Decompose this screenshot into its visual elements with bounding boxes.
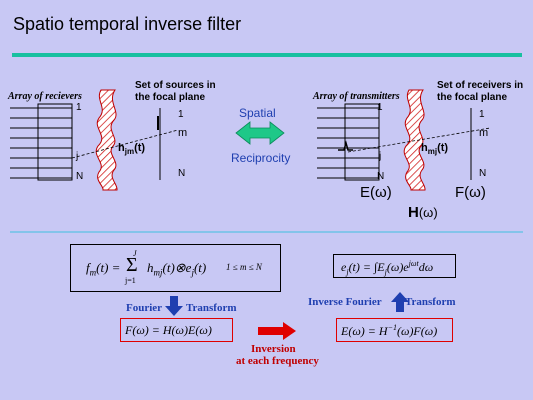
sum-lower-limit: j=1 <box>125 276 136 285</box>
right-aberrator <box>403 89 426 191</box>
right-receivers-label-1: Set of receivers in <box>437 80 524 91</box>
left-index-n: N <box>76 171 84 182</box>
sum-range: 1 ≤ m ≤ N <box>226 262 262 272</box>
right-transmit-pulse <box>338 140 353 151</box>
sum-formula-box <box>70 244 281 292</box>
left-index-1: 1 <box>76 102 82 113</box>
left-h-jm-label: hjm(t) <box>118 142 146 157</box>
e-omega-label: E(ω) <box>360 184 392 201</box>
f-omega-label: F(ω) <box>455 184 486 201</box>
transform-label: Transform <box>186 302 237 314</box>
right-receivers-label-2: the focal plane <box>437 92 508 103</box>
reciprocity-label: Reciprocity <box>231 151 291 165</box>
sum-formula-lhs: fm(t) = <box>86 260 121 278</box>
ej-formula-box <box>333 254 456 278</box>
fourier-down-arrow <box>165 296 183 316</box>
left-sources-label-1: Set of sources in <box>135 80 216 91</box>
left-source-n: N <box>178 168 186 179</box>
left-aberrator <box>95 89 118 191</box>
right-index-1: 1 <box>377 102 383 113</box>
right-receiver-n: N <box>479 168 487 179</box>
h-omega-label: H(ω) <box>408 204 438 221</box>
left-ray <box>71 129 179 159</box>
page-title: Spatio temporal inverse filter <box>13 14 242 34</box>
right-index-n: N <box>377 171 385 182</box>
left-array-label: Array of recievers <box>8 91 82 102</box>
forward-formula: F(ω) = H(ω)E(ω) <box>125 323 212 337</box>
right-receiver-1: 1 <box>479 109 485 120</box>
inverse-formula: E(ω) = H−1(ω)F(ω) <box>341 323 438 338</box>
inverse-fourier-label: Inverse Fourier <box>308 296 382 308</box>
sum-upper-limit: J <box>133 249 137 258</box>
inversion-label: Inversion <box>251 343 296 355</box>
inversion-right-arrow <box>258 322 296 340</box>
left-index-j: j <box>76 151 79 162</box>
ej-formula: ej(t) = ∫Ej(ω)ejωtdω <box>341 259 434 277</box>
forward-formula-box <box>120 318 233 342</box>
fourier-label: Fourier <box>126 302 163 314</box>
right-h-mj-label: hmj(t) <box>421 142 449 157</box>
right-array <box>317 103 380 181</box>
left-source-m: m <box>178 127 188 139</box>
right-ray <box>347 127 491 153</box>
inverse-fourier-up-arrow <box>391 292 409 312</box>
sum-sigma: Σ <box>126 254 138 276</box>
inverse-transform-label: Transform <box>405 296 456 308</box>
left-sources-label-2: the focal plane <box>135 92 206 103</box>
reciprocity-double-arrow <box>235 121 285 145</box>
right-receiver-m: m <box>479 127 489 139</box>
right-array-label: Array of transmitters <box>313 91 400 102</box>
spatial-label: Spatial <box>239 106 276 120</box>
left-array <box>10 103 73 181</box>
inversion-sub-label: at each frequency <box>236 355 319 367</box>
title-bar <box>12 53 522 57</box>
inverse-formula-box <box>336 318 453 342</box>
left-source-1: 1 <box>178 109 184 120</box>
right-index-j: j <box>379 151 382 162</box>
sum-formula-body: hmj(t)⊗ej(t) <box>147 260 207 278</box>
